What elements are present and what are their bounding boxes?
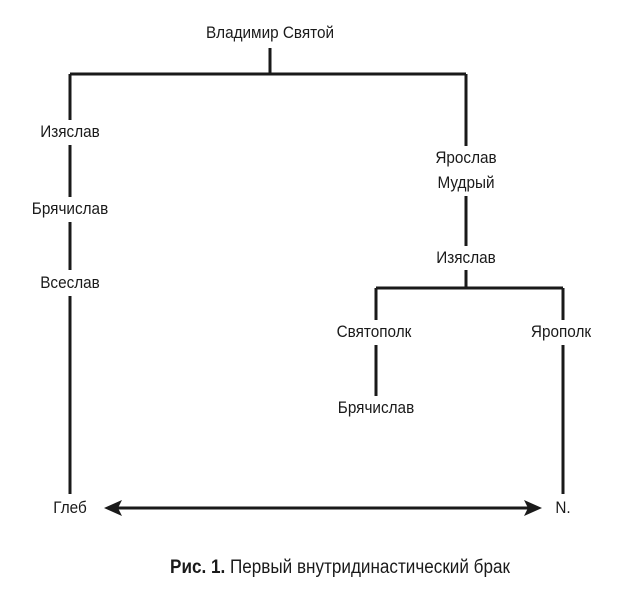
figure-caption: Рис. 1. Первый внутридинастический брак xyxy=(170,557,510,579)
node-izyaslav-left: Изяслав xyxy=(40,122,100,142)
node-bryachislav-right: Брячислав xyxy=(337,398,415,418)
arrow-left-head xyxy=(104,500,122,516)
node-yaroslav-line1: Ярослав xyxy=(435,148,497,168)
node-gleb: Глеб xyxy=(53,498,87,518)
node-izyaslav-right: Изяслав xyxy=(436,248,496,268)
arrow-right-head xyxy=(524,500,542,516)
node-svyatopolk: Святополк xyxy=(336,322,412,342)
caption-text: Первый внутридинастический брак xyxy=(225,557,510,578)
node-bryachislav-left: Брячислав xyxy=(31,199,109,219)
node-yaropolk: Ярополк xyxy=(530,322,592,342)
node-vseslav: Всеслав xyxy=(40,273,100,293)
caption-label: Рис. 1. xyxy=(170,557,226,578)
node-yaroslav-line2: Мудрый xyxy=(437,173,495,193)
node-vladimir: Владимир Святой xyxy=(205,23,335,43)
node-n: N. xyxy=(555,498,571,518)
